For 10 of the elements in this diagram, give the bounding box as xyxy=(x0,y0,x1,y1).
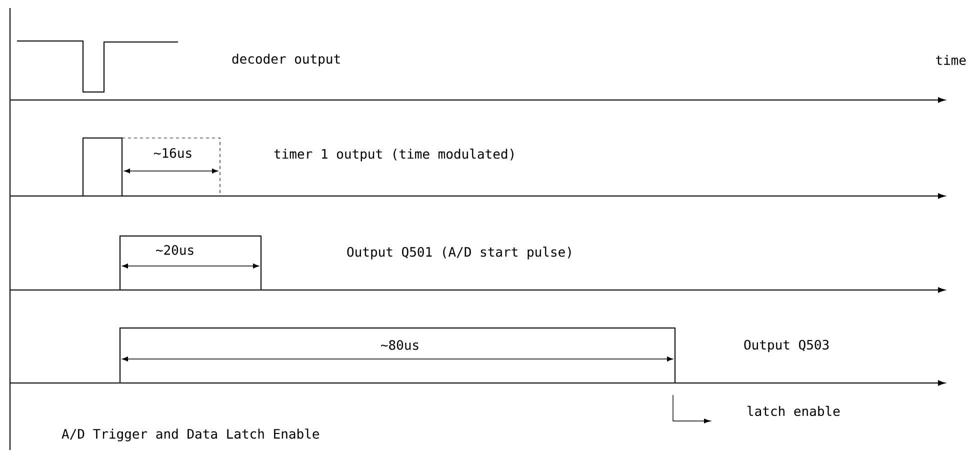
signal-label: timer 1 output (time modulated) xyxy=(274,148,514,162)
signal-label: Output Q501 (A/D start pulse) xyxy=(347,246,571,260)
dimension-label: ∼16us xyxy=(152,147,194,159)
dimension-label: ∼20us xyxy=(154,244,196,256)
signal-label: Output Q503 xyxy=(744,340,829,352)
caption-label: A/D Trigger and Data Latch Enable xyxy=(62,428,319,442)
axis-label: time xyxy=(936,54,966,66)
dimension-label: ∼80us xyxy=(379,339,421,351)
signal-label: decoder output xyxy=(232,54,340,66)
signal-label: latch enable xyxy=(748,406,840,416)
